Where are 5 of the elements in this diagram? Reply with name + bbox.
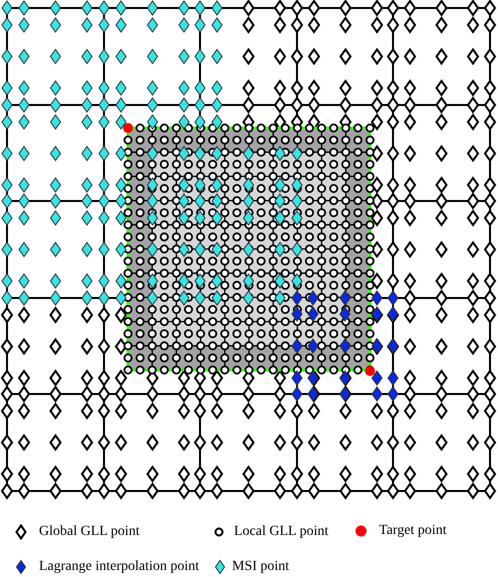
legend-label: Global GLL point — [39, 523, 140, 541]
legend-label: MSI point — [232, 558, 290, 576]
legend-label: Target point — [379, 522, 447, 540]
legend-label: Local GLL point — [234, 523, 328, 541]
legend-label: Lagrange interpolation point — [39, 558, 200, 576]
